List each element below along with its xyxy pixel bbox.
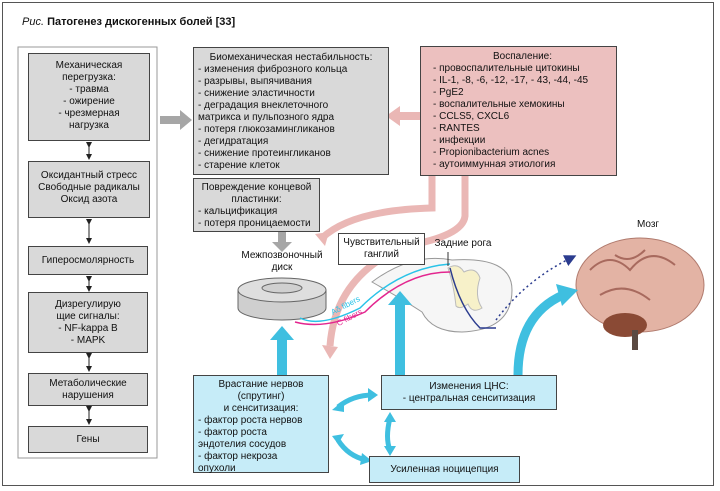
text: - кальцификация [198,206,278,217]
text: - изменения фиброзного кольца [198,64,348,75]
text: и сенситизация: [223,403,299,414]
title-prefix: Рис. [22,16,45,28]
figure-frame [2,2,714,486]
text: опухоли [198,463,236,474]
text: эндотелия сосудов [198,439,287,450]
text: Межпозвоночный [241,250,323,261]
text: Метаболические [49,378,127,389]
text: - старение клеток [198,160,280,171]
text: - фактор некроза [198,451,278,462]
text: Врастание нервов [218,379,304,390]
title-text: Патогенез дискогенных болей [33] [47,16,236,28]
text: - инфекции [433,135,486,146]
nerve-ingrowth-box: Врастание нервов(спрутинг)и сенситизация… [193,375,329,474]
brain-label: Мозг [636,219,660,230]
figure-title: Рис. Патогенез дискогенных болей [33] [22,16,235,28]
box-heading: Биомеханическая нестабильность: [209,52,373,63]
text: - потеря проницаемости [198,218,311,229]
gray-arrow-to-biomech [160,110,192,130]
text: - снижение эластичности [198,88,315,99]
text: Чувствительный [343,237,420,248]
text: Дизрегулирую [55,299,121,310]
text: перегрузка: [62,72,116,83]
text: Усиленная ноцицепция [390,464,499,475]
text: - травма [69,84,109,95]
text: - фактор роста [198,427,267,438]
text: - дегидратация [198,136,269,147]
text: нагрузка [69,120,109,131]
text: - ожирение [63,96,115,107]
text: - разрывы, выпячивания [198,76,312,87]
text: Свободные радикалы [38,182,140,193]
hyperosmolarity-box: Гиперосмолярность [28,246,148,275]
dorsal-horns-label: Задние рога [434,238,492,249]
inflammation-box: Воспаление: - провоспалительные цитокины… [420,46,617,176]
disc-illustration [237,277,327,321]
ab-fiber-line [299,263,451,323]
text: - провоспалительные цитокины [433,63,580,74]
text: - воспалительные хемокины [433,99,565,110]
enhanced-nociception-box: Усиленная ноцицепция [369,456,520,483]
text: нарушения [62,390,114,401]
text: - фактор роста нервов [198,415,303,426]
text: - RANTES [433,123,480,134]
text: пластинки: [231,194,282,205]
blue-arrow-to-disc [270,326,294,375]
text: - потеря глюкозамингликанов [198,124,335,135]
gray-arrow-to-disc [272,232,292,252]
text: Гены [76,434,100,445]
text: - CCLS5, CXCL6 [433,111,510,122]
text: Повреждение концевой [201,182,312,193]
text: ганглий [364,249,399,260]
text: матрикса и пульпозного ядра [198,112,335,123]
pink-arrow-to-biomech [386,106,420,126]
text: Оксидантный стресс [40,170,138,181]
text: Изменения ЦНС: [429,381,509,392]
text: - чрезмерная [58,108,120,119]
text: - деградация внеклеточного [198,100,329,111]
c-fiber-line [294,271,451,326]
text: - MAPK [70,335,106,346]
biomechanical-instability-box: Биомеханическая нестабильность: - измене… [193,47,389,175]
text: Гиперосмолярность [41,255,135,266]
blue-arrow-to-ganglion [388,291,412,375]
text: диск [271,262,293,273]
box-heading: Воспаление: [492,51,553,62]
cns-changes-box: Изменения ЦНС:- центральная сенситизация [381,375,557,410]
blue-arrow-to-brain [513,290,565,376]
pink-arrow-to-disc [319,176,436,241]
projection-fiber [449,267,496,329]
spinal-cord-illustration [371,257,513,333]
text: - аутоиммунная этиология [433,159,556,170]
text: - PgE2 [433,87,464,98]
text: (спрутинг) [237,391,285,402]
text: Механическая [55,60,123,71]
text: - IL-1, -8, -6, -12, -17, - 43, -44, -45 [433,75,589,86]
brain-illustration [575,237,705,350]
text: щие сигналы: [56,311,120,322]
text: - центральная сенситизация [402,393,536,404]
text: Оксид азота [60,194,118,205]
text: - Propionibacterium acnes [433,147,550,158]
text: - снижение протеингликанов [198,148,331,159]
text: - NF-kappa B [58,323,118,334]
genes-box: Гены [28,426,148,453]
